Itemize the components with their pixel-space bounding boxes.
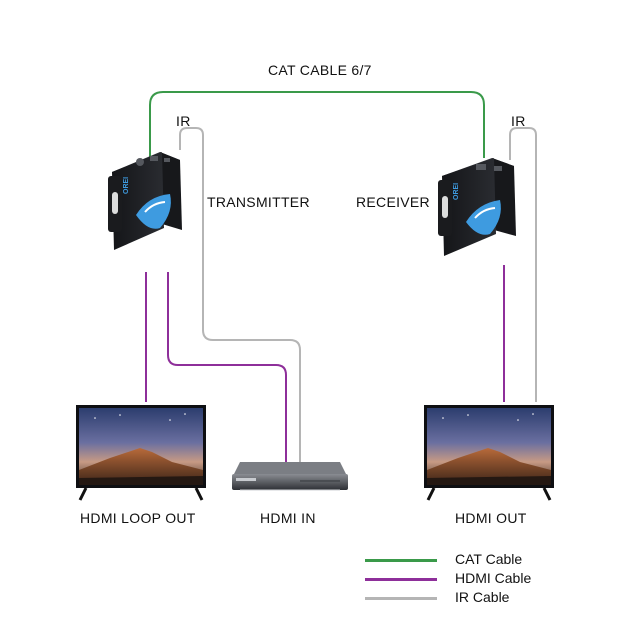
ir-cable-left-line [179, 127, 301, 462]
receiver-brand-label: OREI [453, 183, 460, 200]
hdmi-loop-out-label: HDMI LOOP OUT [80, 510, 196, 526]
hdmi-out-label: HDMI OUT [455, 510, 527, 526]
tv-left [76, 405, 206, 501]
ir-right-label: IR [511, 113, 526, 129]
legend-swatch-ir [365, 597, 437, 600]
tv-right [424, 405, 554, 501]
legend-item-hdmi: HDMI Cable [365, 570, 605, 588]
transmitter-label: TRANSMITTER [207, 194, 310, 210]
legend-swatch-cat [365, 559, 437, 562]
ir-cable-right-line [509, 127, 537, 402]
legend-label-ir: IR Cable [455, 589, 510, 605]
legend-label-cat: CAT Cable [455, 551, 523, 567]
transmitter-device: OREI [108, 152, 182, 250]
ir-left-label: IR [176, 113, 191, 129]
receiver-label: RECEIVER [356, 194, 430, 210]
transmitter-brand-label: OREI [123, 177, 130, 194]
hdmi-in-label: HDMI IN [260, 510, 316, 526]
cat-cable-label: CAT CABLE 6/7 [268, 62, 372, 78]
legend-label-hdmi: HDMI Cable [455, 570, 532, 586]
receiver-device: OREI [438, 158, 516, 256]
legend-swatch-hdmi [365, 578, 437, 581]
cat-cable-line [149, 91, 485, 158]
legend-item-ir: IR Cable [365, 589, 605, 607]
legend-item-cat: CAT Cable [365, 551, 605, 569]
hdmi-cable-in-line [167, 272, 287, 462]
media-player [232, 462, 348, 491]
